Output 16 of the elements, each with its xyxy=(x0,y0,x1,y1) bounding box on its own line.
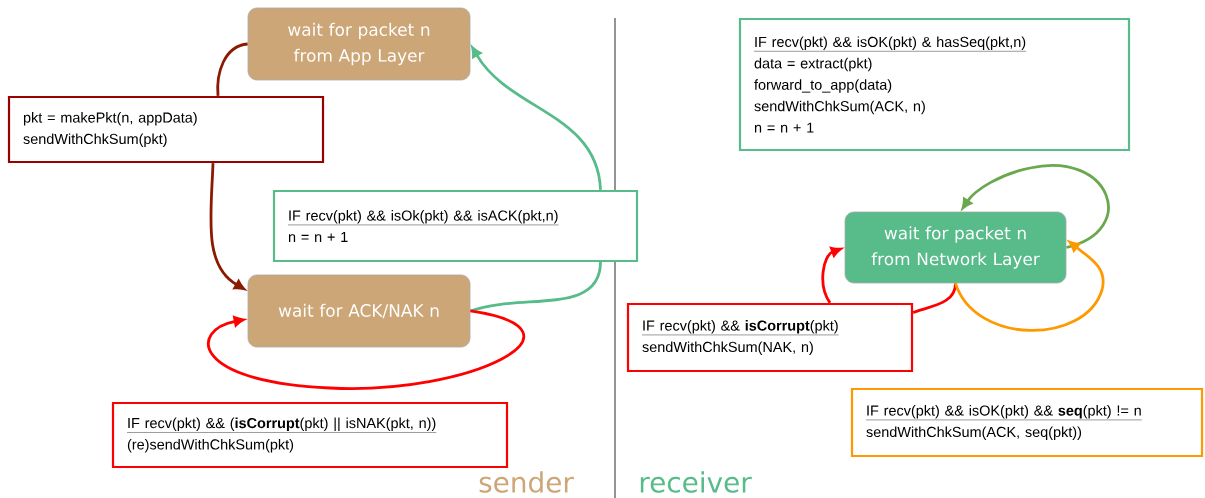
action-box: pkt = makePkt(n, appData) sendWithChkSum(pkt) xyxy=(7,95,325,164)
arrow xyxy=(961,164,1110,249)
side-label: receiver xyxy=(640,471,752,493)
action-box: IF recv(pkt) && isOk(pkt) && isACK(pkt,n) n = n + 1 xyxy=(272,189,639,263)
action-box: IF recv(pkt) && isCorrupt(pkt) sendWithChkSum(NAK, n) xyxy=(626,302,914,373)
state-box: wait for packet n from App Layer xyxy=(247,7,471,81)
action-box: IF recv(pkt) && isOK(pkt) && seq(pkt) != n sendWithChkSum(ACK, seq(pkt)) xyxy=(850,387,1204,458)
arrow xyxy=(954,241,1105,332)
state-box: wait for packet n from Network Layer xyxy=(844,211,1067,284)
arrow xyxy=(207,309,525,390)
arrow xyxy=(209,163,245,291)
action-box: IF recv(pkt) && isOK(pkt) & hasSeq(pkt,n) data = extract(pkt) forward_to_app(data) sendWithChkSum(ACK, n) n = n + 1 xyxy=(738,17,1131,152)
side-label: sender xyxy=(479,471,574,493)
action-box: IF recv(pkt) && (isCorrupt(pkt) || isNAK(pkt, n)) (re)sendWithChkSum(pkt) xyxy=(111,401,509,469)
state-box: wait for ACK/NAK n xyxy=(247,274,471,348)
arrow xyxy=(471,46,602,191)
